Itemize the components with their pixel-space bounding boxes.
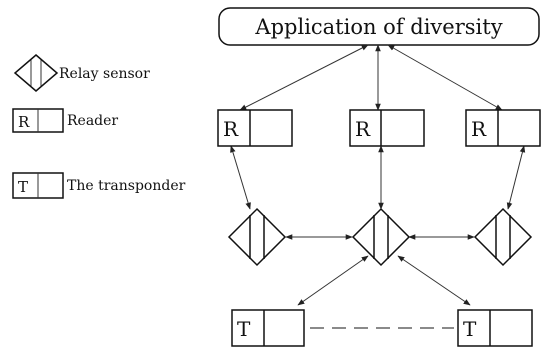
reader-center-label: R bbox=[355, 117, 371, 141]
connections bbox=[230, 44, 526, 329]
arrow-reader-right-relay-right bbox=[506, 145, 526, 210]
reader-right-label: R bbox=[471, 117, 487, 141]
legend-relay-sensor-icon bbox=[13, 54, 59, 92]
reader-node-right: R bbox=[465, 109, 541, 147]
application-node: Application of diversity bbox=[218, 7, 540, 46]
arrow-reader-left-relay-left bbox=[230, 145, 251, 210]
legend: Relay sensor R Reader T The transponder bbox=[12, 54, 186, 199]
reader-node-center: R bbox=[349, 109, 425, 147]
transponder-node-left: T bbox=[231, 309, 305, 347]
transponder-node-right: T bbox=[457, 309, 533, 347]
legend-transponder-icon: T bbox=[12, 172, 64, 199]
legend-relay-sensor-label: Relay sensor bbox=[59, 66, 150, 82]
legend-reader-symbol: R bbox=[18, 113, 30, 131]
legend-transponder-label: The transponder bbox=[67, 178, 186, 194]
transponder-right-label: T bbox=[463, 317, 477, 341]
arrow-relay-center-transponder-left bbox=[297, 255, 369, 306]
application-title: Application of diversity bbox=[254, 15, 502, 39]
legend-transponder-symbol: T bbox=[18, 178, 28, 196]
relay-sensor-center bbox=[351, 207, 411, 267]
arrow-app-reader-right bbox=[387, 44, 503, 111]
legend-reader-icon: R bbox=[12, 108, 64, 133]
transponder-left-label: T bbox=[237, 317, 251, 341]
arrow-relay-center-transponder-right bbox=[397, 255, 471, 306]
relay-sensor-left bbox=[227, 207, 287, 267]
legend-reader-label: Reader bbox=[67, 113, 118, 129]
relay-sensor-right bbox=[473, 207, 533, 267]
arrow-app-reader-left bbox=[239, 44, 369, 111]
reader-node-left: R bbox=[217, 109, 293, 147]
reader-left-label: R bbox=[223, 117, 239, 141]
